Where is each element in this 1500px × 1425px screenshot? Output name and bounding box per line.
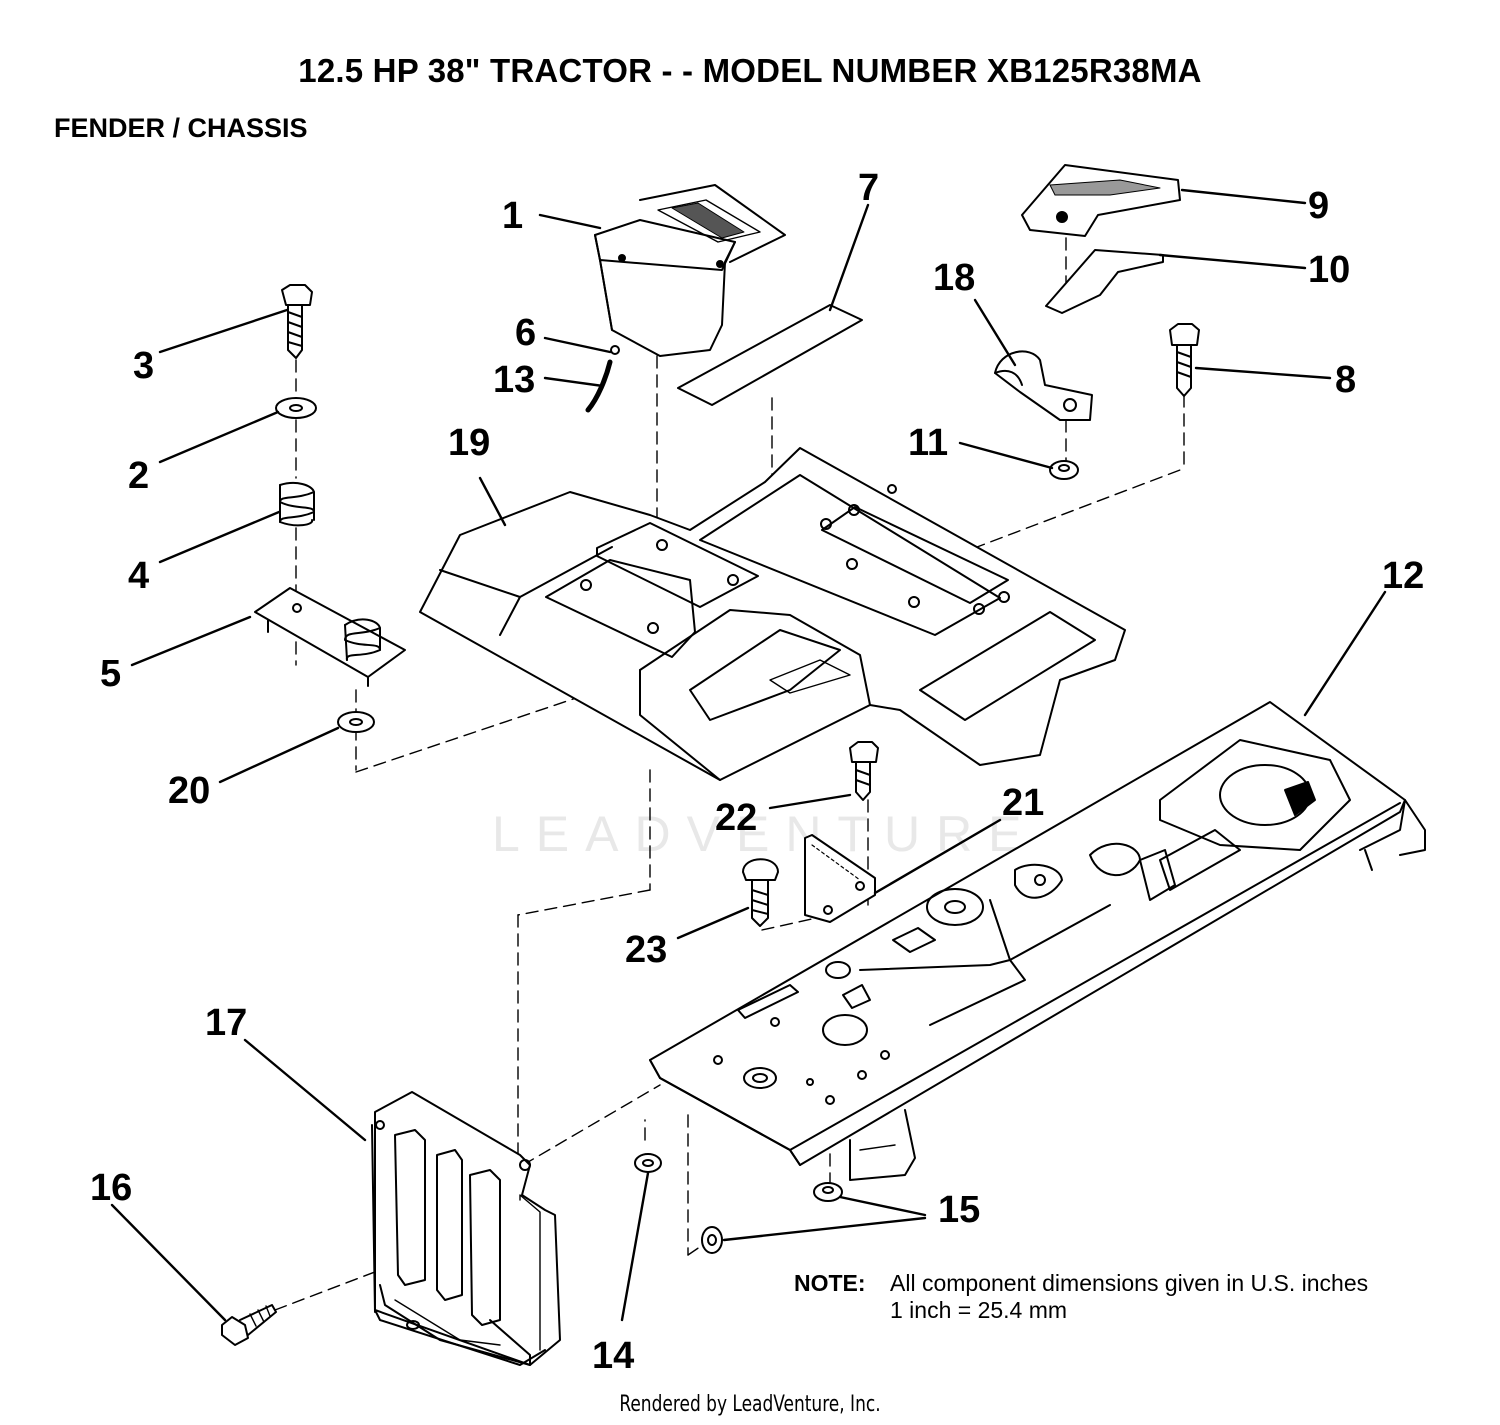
part-nut-14	[634, 1153, 662, 1173]
callout-5: 5	[100, 653, 121, 695]
callout-14: 14	[592, 1335, 634, 1377]
part-clamp-bracket	[994, 350, 1093, 421]
callout-4: 4	[128, 555, 149, 597]
callout-20: 20	[168, 770, 210, 812]
callout-15: 15	[938, 1189, 980, 1231]
callout-21: 21	[1002, 782, 1044, 824]
part-bolt-16	[221, 1304, 277, 1346]
callout-1: 1	[502, 195, 523, 237]
part-bolt-3	[281, 284, 313, 359]
callout-10: 10	[1308, 249, 1350, 291]
callout-23: 23	[625, 929, 667, 971]
part-washer-2	[275, 397, 317, 419]
callout-16: 16	[90, 1167, 132, 1209]
callout-7: 7	[858, 167, 879, 209]
note-label: NOTE:	[794, 1270, 866, 1296]
part-chassis-frame	[649, 701, 1426, 1181]
part-small-pin	[610, 345, 620, 355]
part-decal	[677, 304, 863, 406]
part-carriage-bolt-23	[742, 858, 779, 927]
part-cover-plate	[1021, 164, 1181, 237]
callout-3: 3	[133, 345, 154, 387]
callout-18: 18	[933, 257, 975, 299]
part-nut-11	[1049, 460, 1079, 480]
part-fender	[419, 447, 1126, 781]
note-line-2: 1 inch = 25.4 mm	[890, 1297, 1068, 1323]
callout-17: 17	[205, 1002, 247, 1044]
part-nut-15a	[813, 1182, 843, 1202]
callout-22: 22	[715, 797, 757, 839]
footer-credit: Rendered by LeadVenture, Inc.	[619, 1392, 881, 1417]
callout-19: 19	[448, 422, 490, 464]
callout-2: 2	[128, 455, 149, 497]
note-line-1: All component dimensions given in U.S. i…	[890, 1270, 1369, 1296]
callout-12: 12	[1382, 555, 1424, 597]
section-title: FENDER / CHASSIS	[54, 113, 308, 143]
part-spring-4	[279, 482, 315, 527]
part-bolt-22	[849, 741, 879, 801]
callout-11: 11	[908, 422, 948, 464]
callout-13: 13	[493, 359, 535, 401]
dimension-note: NOTE: All component dimensions given in U…	[794, 1270, 1368, 1324]
page-title: 12.5 HP 38" TRACTOR - - MODEL NUMBER XB1…	[298, 52, 1202, 89]
callout-labels: 1 2 3 4 5 6 7 8 9 10 11 12 13 14 15 16 1…	[90, 167, 1424, 1377]
part-retainer-plate	[1045, 249, 1164, 314]
leader-lines	[110, 188, 1387, 1322]
part-gusset-bracket	[804, 834, 876, 923]
callout-6: 6	[515, 312, 536, 354]
watermark-text: LEADVENTURE	[492, 806, 1038, 862]
part-nut-15b	[701, 1226, 723, 1254]
part-spring-plate	[254, 587, 406, 687]
callout-9: 9	[1308, 185, 1329, 227]
callout-8: 8	[1335, 359, 1356, 401]
part-bolt-8	[1169, 323, 1200, 397]
part-washer-20	[337, 711, 375, 733]
part-hose	[585, 359, 613, 413]
part-rear-panel	[371, 1091, 561, 1366]
part-storage-tray	[594, 184, 786, 357]
